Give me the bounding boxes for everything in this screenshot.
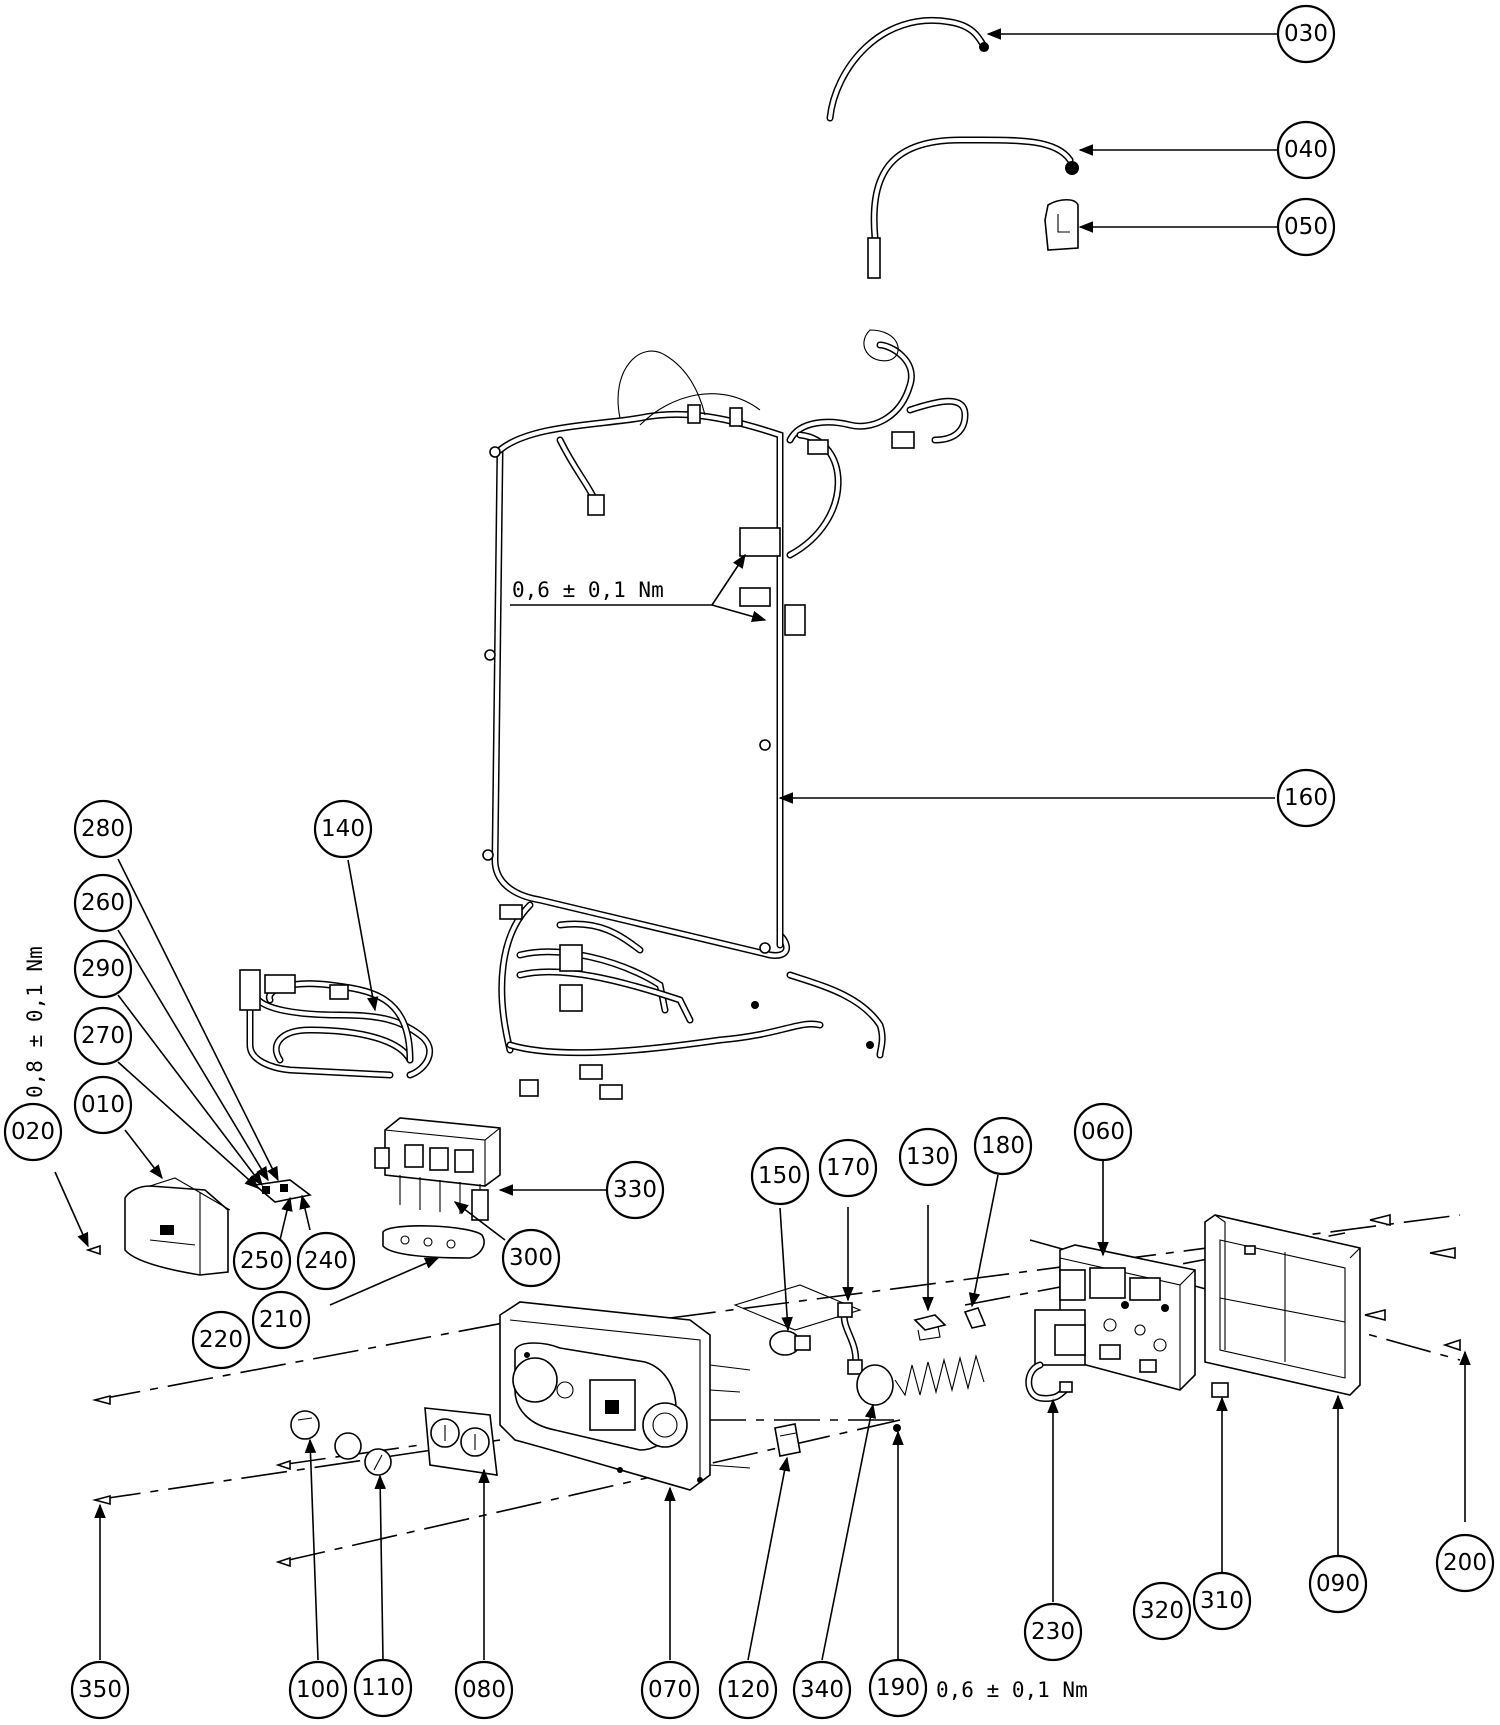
callout-250[interactable]: 250 [232,1231,292,1291]
callout-label: 330 [613,1177,657,1203]
dial-plate-080-drawing [424,1407,498,1476]
callout-label: 110 [361,1675,405,1701]
callout-label: 180 [981,1133,1025,1159]
callout-260[interactable]: 260 [73,873,133,933]
callout-label: 040 [1284,137,1328,163]
callout-label: 140 [321,816,365,842]
callout-label: 340 [800,1677,844,1703]
callout-050[interactable]: 050 [1276,197,1336,257]
callout-label: 090 [1316,1571,1360,1597]
callout-label: 310 [1200,1588,1244,1614]
callout-060[interactable]: 060 [1073,1102,1133,1162]
sensor-cable-040-drawing [867,136,1079,279]
knobs-drawing [290,1410,392,1476]
callout-label: 050 [1284,214,1328,240]
switch-250-drawing [253,1179,312,1203]
callout-210[interactable]: 210 [251,1290,311,1350]
callout-200[interactable]: 200 [1435,1533,1495,1593]
callout-300[interactable]: 300 [501,1228,561,1288]
callout-350[interactable]: 350 [70,1660,130,1720]
callout-070[interactable]: 070 [640,1660,700,1720]
callout-110[interactable]: 110 [353,1658,413,1718]
callout-290[interactable]: 290 [73,939,133,999]
cable-230-drawing [1025,1361,1073,1402]
callout-label: 350 [78,1677,122,1703]
callout-090[interactable]: 090 [1308,1554,1368,1614]
screws [85,1213,1461,1568]
callout-140[interactable]: 140 [313,799,373,859]
callout-label: 230 [1031,1619,1075,1645]
callout-030[interactable]: 030 [1276,4,1336,64]
cover-010-drawing [124,1177,231,1276]
callout-220[interactable]: 220 [191,1310,251,1370]
callout-020[interactable]: 020 [3,1102,63,1162]
callout-010[interactable]: 010 [73,1075,133,1135]
callout-label: 210 [259,1307,303,1333]
callout-label: 240 [304,1248,348,1274]
callout-label: 250 [240,1248,284,1274]
callout-120[interactable]: 120 [718,1660,778,1720]
clip-050-drawing [1044,198,1079,251]
callout-label: 300 [509,1245,553,1271]
harness-140-drawing [239,969,434,1079]
frame-090-drawing [1204,1214,1361,1396]
callout-180[interactable]: 180 [973,1116,1033,1176]
callout-320[interactable]: 320 [1132,1581,1192,1641]
callout-label: 060 [1081,1119,1125,1145]
torque-label-vertical: 0,8 ± 0,1 Nm [23,946,47,1098]
gasket-220-drawing [382,1225,485,1259]
callout-label: 170 [826,1155,870,1181]
control-panel-070-drawing [499,1301,751,1491]
main-harness-160-drawing [482,329,969,1100]
leader-lines [54,28,1471,1661]
torque-label-bottom: 0,6 ± 0,1 Nm [936,1678,1088,1702]
callout-label: 200 [1443,1550,1487,1576]
callout-label: 320 [1140,1598,1184,1624]
torque-annotation-harness: 0,6 ± 0,1 Nm [510,553,767,623]
callout-label: 120 [726,1677,770,1703]
callout-340[interactable]: 340 [792,1660,852,1720]
callout-280[interactable]: 280 [73,799,133,859]
callout-label: 260 [81,890,125,916]
pcb-060-drawing [1034,1244,1196,1391]
callout-label: 280 [81,816,125,842]
cable-030-drawing [826,17,989,122]
callout-270[interactable]: 270 [73,1006,133,1066]
callout-310[interactable]: 310 [1192,1571,1252,1631]
clips-130-180-drawing [913,1307,987,1341]
switch-120-drawing [774,1423,801,1457]
callout-080[interactable]: 080 [454,1660,514,1720]
callout-330[interactable]: 330 [605,1160,665,1220]
callout-100[interactable]: 100 [288,1660,348,1720]
callout-label: 080 [462,1677,506,1703]
callout-240[interactable]: 240 [296,1231,356,1291]
callout-label: 290 [81,956,125,982]
callout-130[interactable]: 130 [898,1127,958,1187]
callout-label: 010 [81,1092,125,1118]
callout-170[interactable]: 170 [818,1138,878,1198]
callout-label: 070 [648,1677,692,1703]
callout-230[interactable]: 230 [1023,1602,1083,1662]
gauge-drawing [733,1284,985,1406]
fuse-310-drawing [1211,1382,1229,1398]
callout-label: 270 [81,1023,125,1049]
callout-label: 130 [906,1144,950,1170]
callout-label: 100 [296,1677,340,1703]
callout-190[interactable]: 190 [868,1658,928,1718]
callout-label: 220 [199,1327,243,1353]
torque-label-harness: 0,6 ± 0,1 Nm [512,578,664,602]
callout-040[interactable]: 040 [1276,120,1336,180]
callout-label: 020 [11,1119,55,1145]
callout-label: 150 [758,1163,802,1189]
callout-label: 190 [876,1675,920,1701]
callout-label: 030 [1284,21,1328,47]
callout-160[interactable]: 160 [1276,768,1336,828]
callout-label: 160 [1284,785,1328,811]
callout-150[interactable]: 150 [750,1146,810,1206]
callout-bubbles: 030 040 050 160 280 140 260 290 270 010 … [3,4,1495,1720]
connector-block-330-drawing [374,1117,501,1221]
